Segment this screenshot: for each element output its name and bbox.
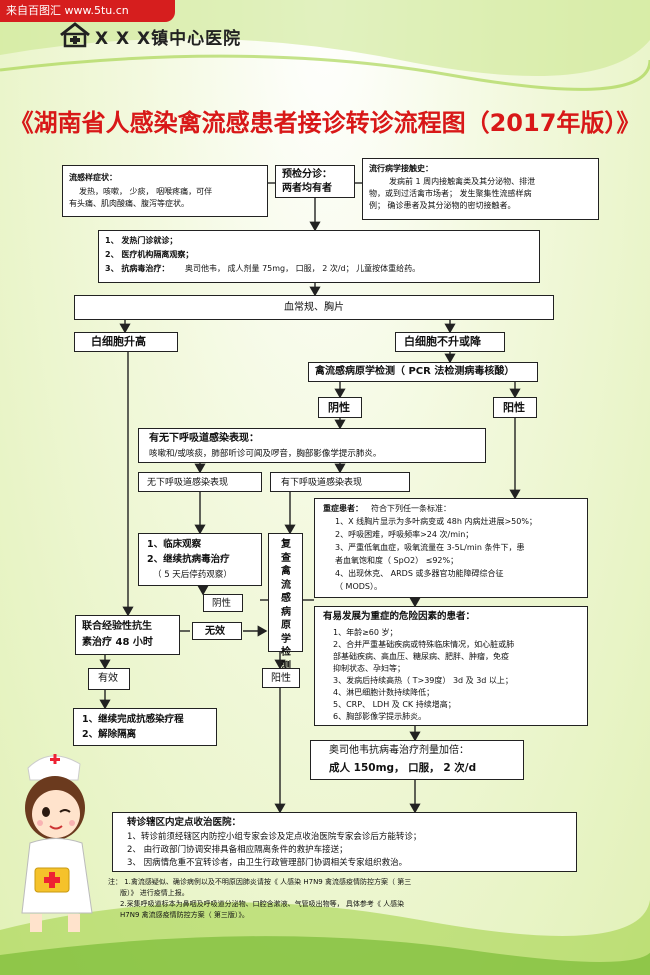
- triage-line1: 预检分诊：: [282, 169, 332, 180]
- footnote: 2.采集呼吸道标本为鼻咽及呼吸道分泌物、口腔含漱液、气管吸出物等， 具体参考《 …: [120, 900, 405, 908]
- risk-factor: 3、发病后持续高热（ T>39度） 3d 及 3d 以上；: [333, 676, 513, 685]
- oseltamivir-line2: 成人 150mg， 口服， 2 次/d: [329, 762, 477, 774]
- severe-criterion: 2、呼吸困难，呼吸频率>24 次/min；: [335, 530, 474, 539]
- outpatient-item: 1、 发热门诊就诊；: [105, 236, 178, 245]
- footnote: 版）》 进行疫情上报。: [120, 889, 189, 897]
- retest-label: 复查禽流感病原学检测: [281, 539, 291, 672]
- footnote: H7N9 禽流感疫情防控方案（ 第三版）》。: [120, 911, 249, 919]
- severe-criterion: 3、严重低氧血症，吸氧流量在 3-5L/min 条件下，患: [335, 543, 525, 552]
- positive2-label: 阳性: [271, 673, 291, 684]
- oseltamivir-box: 奥司他韦抗病毒治疗剂量加倍： 成人 150mg， 口服， 2 次/d: [310, 740, 524, 780]
- wbc-low-box: 白细胞不升或降: [395, 332, 505, 352]
- flu-symptoms-label: 流感样症状：: [69, 173, 117, 182]
- outpatient-item: 2、 医疗机构隔离观察；: [105, 250, 194, 259]
- negative-label: 阴性: [328, 401, 350, 414]
- oseltamivir-line1: 奥司他韦抗病毒治疗剂量加倍：: [329, 745, 469, 756]
- observe-box: 1、临床观察 2、继续抗病毒治疗 （ 5 天后停药观察）: [138, 533, 262, 586]
- has-lower-label: 有下呼吸道感染表现: [281, 478, 363, 488]
- antibiotic-line1: 联合经验性抗生: [82, 621, 152, 632]
- pcr-label: 禽流感病原学检测（ PCR 法检测病毒核酸）: [315, 366, 515, 377]
- hospital-logo-icon: [60, 22, 90, 48]
- observe-item: 1、临床观察: [147, 539, 202, 550]
- epidemiology-text: 发病前 1 周内接触禽类及其分泌物、排泄: [389, 177, 536, 186]
- hospital-name: X X X镇中心医院: [95, 29, 242, 49]
- lower-resp-text: 咳嗽和/或咳痰，肺部听诊可闻及啰音，胸部影像学提示肺炎。: [149, 449, 382, 459]
- has-lower-box: 有下呼吸道感染表现: [270, 472, 410, 492]
- wbc-low-label: 白细胞不升或降: [404, 335, 481, 348]
- wbc-high-label: 白细胞升高: [91, 335, 146, 348]
- risk-factor: 抑制状态、孕妇等；: [333, 664, 405, 673]
- blood-test-label: 血常规、胸片: [284, 302, 344, 313]
- negative-box: 阴性: [318, 397, 362, 418]
- watermark: 来自百图汇 www.5tu.cn: [0, 0, 175, 22]
- nurse-illustration: [21, 754, 93, 932]
- ineffective-label: 无效: [205, 626, 225, 637]
- pcr-box: 禽流感病原学检测（ PCR 法检测病毒核酸）: [308, 362, 538, 382]
- retest-box: 复查禽流感病原学检测: [268, 533, 303, 672]
- no-lower-label: 无下呼吸道感染表现: [147, 478, 229, 488]
- complete-box: 1、继续完成抗感染疗程 2、解除隔离: [73, 708, 217, 746]
- epidemiology-label: 流行病学接触史：: [369, 164, 433, 173]
- flu-symptoms-text: 有头痛、肌肉酸痛、腹泻等症状。: [69, 199, 189, 208]
- flu-symptoms-box: 流感样症状： 发热，咳嗽， 少痰， 咽喉疼痛，可伴 有头痛、肌肉酸痛、腹泻等症状…: [62, 165, 268, 217]
- observe-item: 2、继续抗病毒治疗: [147, 554, 230, 565]
- effective-box: 有效: [88, 668, 130, 690]
- wbc-high-box: 白细胞升高: [74, 332, 178, 352]
- transfer-item: 1、转诊前须经辖区内防控小组专家会诊及定点收治医院专家会诊后方能转诊；: [127, 832, 422, 842]
- transfer-label: 转诊辖区内定点收治医院：: [127, 817, 242, 828]
- antibiotic-box: 联合经验性抗生 素治疗 48 小时: [75, 615, 180, 655]
- ineffective-box: 无效: [192, 622, 242, 640]
- outpatient-detail: 奥司他韦， 成人剂量 75mg， 口服， 2 次/d； 儿童按体重给药。: [185, 264, 421, 273]
- severe-criterion: （ MODS）。: [335, 582, 382, 591]
- triage-line2: 两者均有者: [282, 183, 332, 194]
- risk-factor: 2、合并严重基础疾病或特殊临床情况，如心脏或肺: [333, 640, 515, 649]
- epidemiology-text: 物，或到过活禽市场者； 发生聚集性流感样病: [369, 189, 532, 198]
- transfer-item: 3、 因病情危重不宜转诊者，由卫生行政管理部门协调相关专家组织救治。: [127, 858, 408, 868]
- lower-resp-box: 有无下呼吸道感染表现： 咳嗽和/或咳痰，肺部听诊可闻及啰音，胸部影像学提示肺炎。: [138, 428, 486, 463]
- effective-label: 有效: [98, 673, 118, 684]
- risk-box: 有易发展为重症的危险因素的患者： 1、年龄≥60 岁； 2、合并严重基础疾病或特…: [314, 606, 588, 726]
- epidemiology-text: 例； 确诊患者及其分泌物的密切接触者。: [369, 201, 516, 210]
- severe-box: 重症患者： 符合下列任一条标准： 1、X 线胸片显示为多叶病变或 48h 内病灶…: [314, 498, 588, 598]
- transfer-box: 转诊辖区内定点收治医院： 1、转诊前须经辖区内防控小组专家会诊及定点收治医院专家…: [112, 812, 577, 872]
- complete-item: 2、解除隔离: [82, 729, 137, 740]
- severe-criterion: 4、出现休克、 ARDS 或多器官功能障碍综合征: [335, 569, 504, 578]
- outpatient-item: 3、 抗病毒治疗：: [105, 264, 170, 273]
- severe-criterion: 1、X 线胸片显示为多叶病变或 48h 内病灶进展>50%；: [335, 517, 537, 526]
- risk-factor: 6、胸部影像学提示肺炎。: [333, 712, 427, 721]
- risk-factor: 5、CRP、 LDH 及 CK 持续增高；: [333, 700, 456, 709]
- positive2-box: 阳性: [262, 668, 300, 688]
- severe-criterion: 者血氧饱和度（ SpO2） ≤92%；: [335, 556, 459, 565]
- blood-test-box: 血常规、胸片: [74, 295, 554, 320]
- epidemiology-box: 流行病学接触史： 发病前 1 周内接触禽类及其分泌物、排泄 物，或到过活禽市场者…: [362, 158, 599, 220]
- risk-factor: 部基础疾病、高血压、糖尿病、肥胖、肿瘤，免疫: [333, 652, 509, 661]
- observe-item: （ 5 天后停药观察）: [153, 570, 232, 580]
- severe-label: 重症患者：: [323, 504, 363, 513]
- footnote: 注： 1.禽流感疑似、确诊病例以及不明原因肺炎请按《 人感染 H7N9 禽流感疫…: [108, 878, 412, 886]
- triage-box: 预检分诊： 两者均有者: [275, 165, 355, 198]
- flu-symptoms-text: 发热，咳嗽， 少痰， 咽喉疼痛，可伴: [79, 187, 213, 196]
- antibiotic-line2: 素治疗 48 小时: [82, 637, 153, 648]
- severe-intro: 符合下列任一条标准：: [371, 504, 451, 513]
- positive-label: 阳性: [503, 401, 525, 414]
- risk-factor: 1、年龄≥60 岁；: [333, 628, 398, 637]
- page-title: 《湖南省人感染禽流感患者接诊转诊流程图（2017年版）》: [9, 109, 641, 137]
- complete-item: 1、继续完成抗感染疗程: [82, 714, 184, 725]
- outpatient-box: 1、 发热门诊就诊； 2、 医疗机构隔离观察； 3、 抗病毒治疗： 奥司他韦， …: [98, 230, 540, 283]
- risk-label: 有易发展为重症的危险因素的患者：: [323, 611, 476, 622]
- no-lower-box: 无下呼吸道感染表现: [138, 472, 262, 492]
- negative2-label: 阴性: [212, 598, 232, 609]
- transfer-item: 2、 由行政部门协调安排具备相应隔离条件的救护车接送；: [127, 845, 348, 855]
- positive-box: 阳性: [493, 397, 537, 418]
- lower-resp-label: 有无下呼吸道感染表现：: [149, 433, 259, 444]
- negative2-box: 阴性: [203, 594, 243, 612]
- risk-factor: 4、淋巴细胞计数持续降低；: [333, 688, 435, 697]
